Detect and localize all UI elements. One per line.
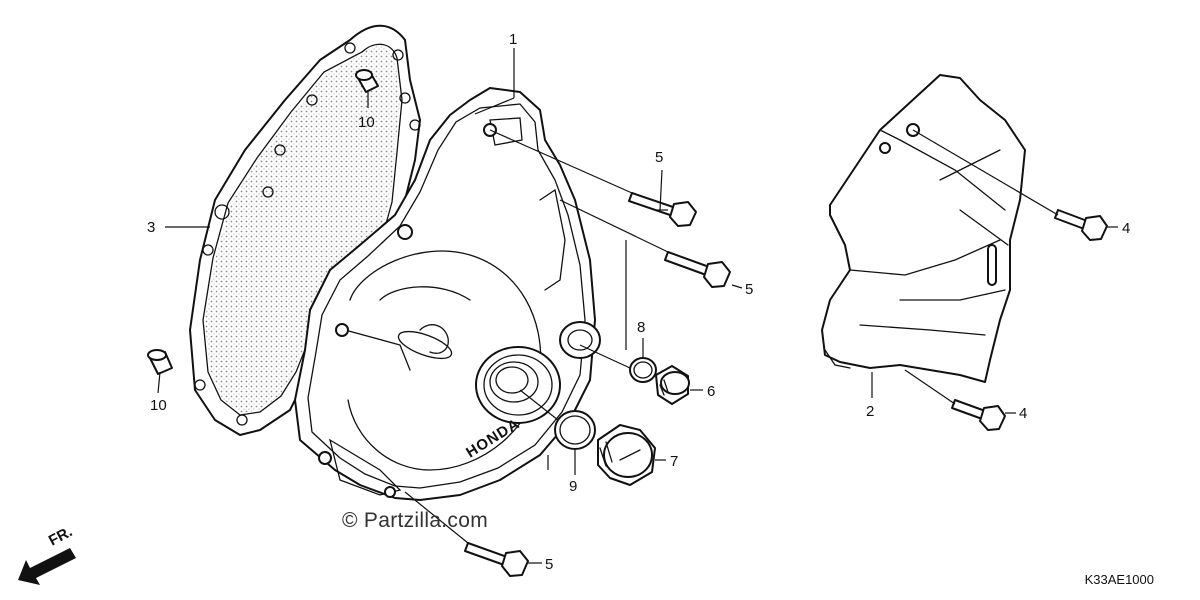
bolt-middle[interactable]	[664, 251, 731, 288]
callout-7: 7	[670, 453, 678, 470]
sprocket-cover[interactable]	[821, 74, 1026, 383]
timing-hole-cap[interactable]	[655, 365, 690, 405]
leader-lines	[157, 48, 1118, 564]
bolt-lower[interactable]	[464, 542, 529, 577]
dowel-pin-upper[interactable]	[355, 69, 379, 93]
callout-8: 8	[637, 319, 645, 336]
o-ring-large[interactable]	[554, 410, 596, 450]
callout-3: 3	[147, 219, 155, 236]
callout-9: 9	[569, 478, 577, 495]
callout-4-upper: 4	[1122, 220, 1130, 237]
callout-10-lower: 10	[150, 397, 167, 414]
bolt-sprocket-upper[interactable]	[1054, 209, 1108, 241]
o-ring-small[interactable]	[629, 357, 657, 383]
fr-label: FR.	[46, 523, 75, 549]
callout-5-middle: 5	[745, 281, 753, 298]
bolt-sprocket-lower[interactable]	[951, 399, 1006, 431]
diagram-code: K33AE1000	[1084, 572, 1154, 587]
callout-4-lower: 4	[1019, 405, 1027, 422]
watermark: © Partzilla.com	[342, 509, 489, 532]
front-direction-arrow: FR.	[18, 523, 76, 585]
callout-10-upper: 10	[358, 114, 375, 131]
callout-6: 6	[707, 383, 715, 400]
callout-1: 1	[509, 31, 517, 48]
crankshaft-hole-cap[interactable]	[597, 424, 656, 486]
dowel-pin-lower[interactable]	[147, 349, 173, 375]
callout-5-upper: 5	[655, 149, 663, 166]
left-crankcase-cover[interactable]: HONDA	[294, 87, 601, 501]
callout-2: 2	[866, 403, 874, 420]
gasket-part[interactable]	[189, 24, 421, 436]
callout-5-lower: 5	[545, 556, 553, 573]
